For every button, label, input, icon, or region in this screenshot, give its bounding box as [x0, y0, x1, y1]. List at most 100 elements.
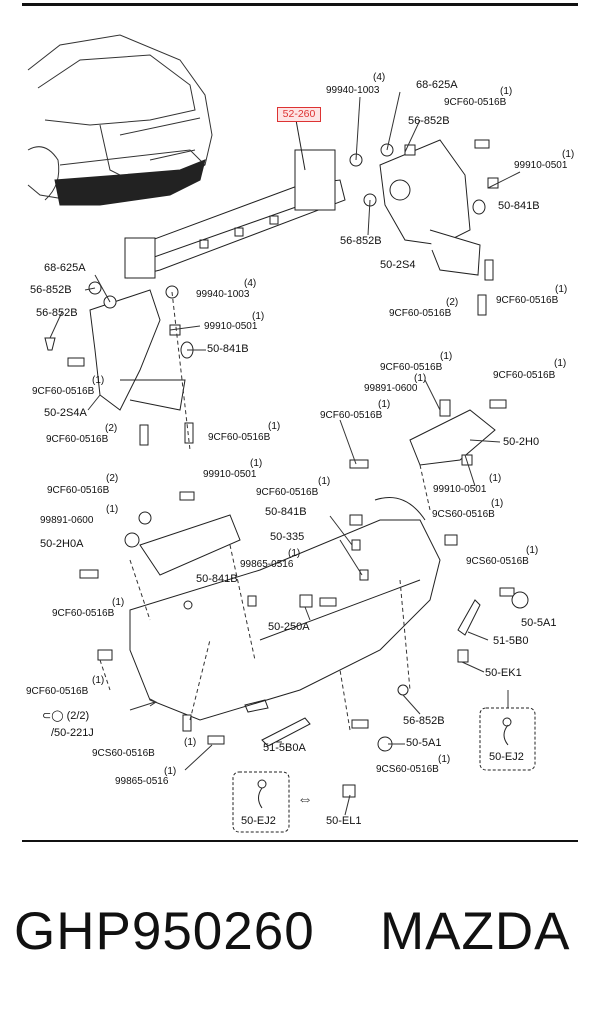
- part-label-9cf60-0516b[interactable]: 9CF60-0516B: [496, 295, 559, 306]
- part-label-99891-0600[interactable]: 99891-0600: [364, 383, 418, 394]
- part-label-99865-0516[interactable]: 99865-0516: [115, 776, 169, 787]
- part-label-9cf60-0516b[interactable]: 9CF60-0516B: [46, 434, 109, 445]
- part-label-50-el1[interactable]: 50-EL1: [326, 815, 362, 827]
- part-label-56-852b[interactable]: 56-852B: [340, 235, 382, 247]
- part-label-9cf60-0516b[interactable]: 9CF60-0516B: [256, 487, 319, 498]
- qty-label: (1): [184, 737, 197, 748]
- page-ref[interactable]: (2/2): [66, 710, 90, 722]
- qty-label: (1): [555, 284, 568, 295]
- qty-label: (1): [491, 498, 504, 509]
- qty-label: (1): [268, 421, 281, 432]
- part-label-9cf60-0516b[interactable]: 9CF60-0516B: [380, 362, 443, 373]
- bracket-50-2s4: [379, 139, 471, 246]
- qty-label: (1): [252, 311, 265, 322]
- reflector-51-5b0: [457, 599, 481, 636]
- qty-label: (1): [112, 597, 125, 608]
- qty-label: (4): [244, 278, 257, 289]
- part-label-9cf60-0516b[interactable]: 9CF60-0516B: [493, 370, 556, 381]
- qty-label: (1): [92, 375, 105, 386]
- link-icon: ⊂◯: [42, 710, 67, 722]
- part-label-68-625a[interactable]: 68-625A: [44, 262, 86, 274]
- qty-label: (1): [500, 86, 513, 97]
- part-label-50-ek1[interactable]: 50-EK1: [485, 667, 522, 679]
- qty-label: (1): [438, 754, 451, 765]
- qty-label: (1): [526, 545, 539, 556]
- part-label-50-841b[interactable]: 50-841B: [265, 506, 307, 518]
- brand-name: MAZDA: [380, 902, 571, 961]
- bottom-border: [22, 840, 578, 842]
- part-label-9cs60-0516b[interactable]: 9CS60-0516B: [92, 748, 155, 759]
- part-label-99940-1003[interactable]: 99940-1003: [326, 85, 380, 96]
- highlighted-part-label[interactable]: 52-260: [277, 107, 321, 122]
- qty-label: (1): [164, 766, 177, 777]
- part-label-99940-1003[interactable]: 99940-1003: [196, 289, 250, 300]
- part-label-56-852b[interactable]: 56-852B: [30, 284, 72, 296]
- part-label-68-625a[interactable]: 68-625A: [416, 79, 458, 91]
- rear-bumper-reinforcement: [124, 149, 346, 279]
- part-label-99910-0501[interactable]: 99910-0501: [433, 484, 487, 495]
- swap-arrow-icon: ⇔: [297, 791, 313, 808]
- part-label-99910-0501[interactable]: 99910-0501: [204, 321, 258, 332]
- qty-label: (1): [489, 473, 502, 484]
- part-label-50-841b[interactable]: 50-841B: [196, 573, 238, 585]
- part-label-51-5b0a[interactable]: 51-5B0A: [263, 742, 306, 754]
- part-label-9cs60-0516b[interactable]: 9CS60-0516B: [376, 764, 439, 775]
- part-label-50-ej2[interactable]: 50-EJ2: [489, 751, 524, 763]
- part-label-51-5b0[interactable]: 51-5B0: [493, 635, 529, 647]
- reflector-51-5b0a: [261, 717, 311, 747]
- part-label-56-852b[interactable]: 56-852B: [36, 307, 78, 319]
- part-label-50-5a1[interactable]: 50-5A1: [406, 737, 442, 749]
- vehicle-bumper-shade: [54, 159, 206, 206]
- part-label-9cf60-0516b[interactable]: 9CF60-0516B: [26, 686, 89, 697]
- part-label-9cf60-0516b[interactable]: 9CF60-0516B: [320, 410, 383, 421]
- bracket-50-2s4a: [89, 289, 161, 411]
- qty-label: (1): [318, 476, 331, 487]
- part-label-99910-0501[interactable]: 99910-0501: [203, 469, 257, 480]
- part-label-9cf60-0516b[interactable]: 9CF60-0516B: [444, 97, 507, 108]
- part-label-50-ej2[interactable]: 50-EJ2: [241, 815, 276, 827]
- part-label-99891-0600[interactable]: 99891-0600: [40, 515, 94, 526]
- part-label-50-2h0a[interactable]: 50-2H0A: [40, 538, 84, 550]
- qty-label: (1): [414, 373, 427, 384]
- qty-label: (1): [92, 675, 105, 686]
- part-label-9cf60-0516b[interactable]: 9CF60-0516B: [32, 386, 95, 397]
- part-label-50-221j[interactable]: /50-221J: [51, 727, 94, 739]
- part-label-99910-0501[interactable]: 99910-0501: [514, 160, 568, 171]
- qty-label: (1): [250, 458, 263, 469]
- qty-label: (2): [446, 297, 459, 308]
- fasteners: [44, 139, 529, 798]
- qty-label: (2): [106, 473, 119, 484]
- qty-label: (2): [105, 423, 118, 434]
- part-label-9cf60-0516b[interactable]: 9CF60-0516B: [389, 308, 452, 319]
- continuation-ref: ⊂◯ (2/2): [42, 711, 89, 722]
- qty-label: (1): [440, 351, 453, 362]
- part-label-50-2s4a[interactable]: 50-2S4A: [44, 407, 87, 419]
- part-number: GHP950260: [14, 902, 315, 961]
- part-label-9cf60-0516b[interactable]: 9CF60-0516B: [208, 432, 271, 443]
- leader-52-260: [295, 119, 306, 171]
- bracket-50-2h0: [409, 409, 496, 466]
- detail-box-left: [232, 771, 290, 833]
- part-label-50-335[interactable]: 50-335: [270, 531, 305, 543]
- bracket-50-2h0a: [139, 514, 241, 576]
- qty-label: (1): [562, 149, 575, 160]
- part-label-56-852b[interactable]: 56-852B: [408, 115, 450, 127]
- part-label-9cs60-0516b[interactable]: 9CS60-0516B: [466, 556, 529, 567]
- part-label-50-841b[interactable]: 50-841B: [207, 343, 249, 355]
- part-label-9cs60-0516b[interactable]: 9CS60-0516B: [432, 509, 495, 520]
- part-label-50-2s4[interactable]: 50-2S4: [380, 259, 416, 271]
- top-border: [22, 3, 578, 6]
- part-label-50-5a1[interactable]: 50-5A1: [521, 617, 557, 629]
- part-label-50-841b[interactable]: 50-841B: [498, 200, 540, 212]
- qty-label: (1): [378, 399, 391, 410]
- part-label-9cf60-0516b[interactable]: 9CF60-0516B: [52, 608, 115, 619]
- exploded-parts-diagram: [27, 34, 536, 833]
- part-label-56-852b[interactable]: 56-852B: [403, 715, 445, 727]
- qty-label: (1): [554, 358, 567, 369]
- qty-label: (1): [106, 504, 119, 515]
- part-label-9cf60-0516b[interactable]: 9CF60-0516B: [47, 485, 110, 496]
- part-label-99865-0516[interactable]: 99865-0516: [240, 559, 294, 570]
- qty-label: (1): [288, 548, 301, 559]
- part-label-50-2h0[interactable]: 50-2H0: [503, 436, 540, 448]
- part-label-50-250a[interactable]: 50-250A: [268, 621, 310, 633]
